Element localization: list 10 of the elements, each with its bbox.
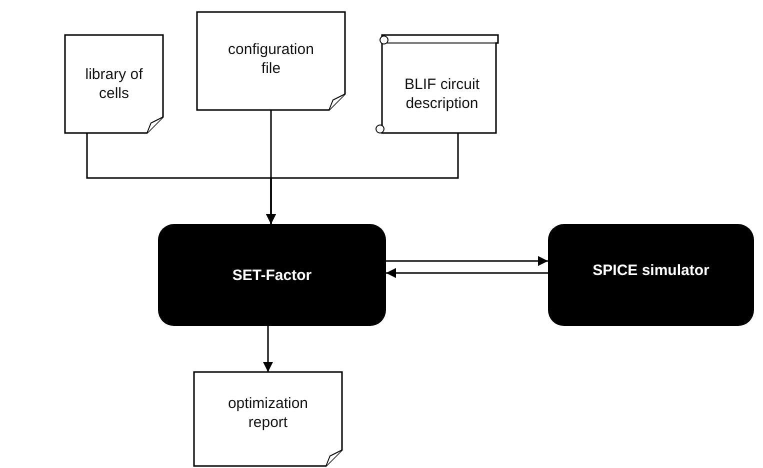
node-label: SET-Factor [231,266,313,285]
arrow [386,256,548,266]
node-label: BLIF circuit description [403,75,480,113]
node-label: library of cells [84,65,144,103]
arrow [263,326,273,372]
node-label: optimization report [226,394,310,432]
arrow [386,268,548,278]
arrow [266,133,459,224]
node-label: configuration file [227,40,315,78]
node-label: SPICE simulator [592,261,710,280]
